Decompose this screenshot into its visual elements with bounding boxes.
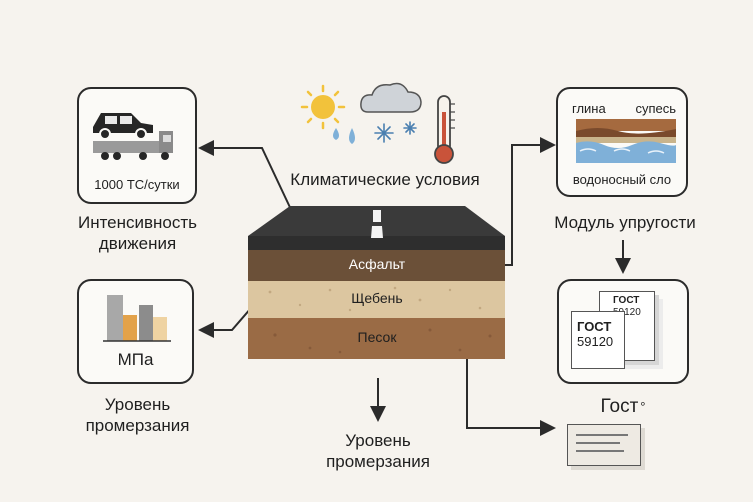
sun-icon: [300, 84, 346, 130]
gost-title: Гост°: [600, 396, 646, 417]
gost-card: ГОСТ 59120 ГОСТ 59120: [557, 279, 689, 384]
gost-doc-back-text: ГОСТ 59120: [613, 295, 641, 318]
road-marking: [373, 210, 381, 222]
soil-card: глина супесь водоносный сло: [556, 87, 688, 197]
drop-icon: [333, 128, 339, 140]
bar-chart-icon: [103, 295, 171, 342]
traffic-count: 1000 ТС/сутки: [94, 177, 180, 192]
soil-label-aquifer: водоносный сло: [572, 172, 672, 187]
traffic-card: 1000 ТС/сутки: [77, 87, 197, 204]
layer-gravel: [248, 281, 505, 318]
chart-title: Уровень промерзания: [85, 395, 190, 435]
gost-doc-front-text: ГОСТ 59120: [577, 319, 614, 349]
arrow-to-traffic: [198, 140, 296, 219]
layer-sand: [248, 318, 505, 359]
layer-label-sand: Песок: [357, 329, 397, 345]
soil-label-sandy-loam: супесь: [635, 101, 676, 116]
snowflake-icon: [374, 123, 394, 143]
arrow-to-sheet: [466, 348, 556, 436]
cloud-icon: [360, 82, 422, 113]
chart-card: МПа: [77, 279, 194, 384]
gost-doc-front: [571, 311, 625, 369]
layer-label-gravel: Щебень: [351, 290, 403, 306]
document-sheet-icon: [567, 424, 641, 466]
traffic-title: Интенсивность движения: [77, 213, 198, 253]
modulus-title: Модуль упругости: [554, 213, 696, 232]
chart-unit: МПа: [117, 350, 154, 369]
truck-car-icon: [93, 113, 173, 160]
thermometer-icon: [434, 95, 455, 164]
climate-title: Климатические условия: [290, 170, 480, 189]
soil-layers-icon: [576, 119, 676, 163]
soil-label-clay: глина: [572, 101, 606, 116]
bottom-title: Уровень промерзания: [326, 431, 430, 471]
layer-asphalt: [248, 250, 505, 281]
layer-label-asphalt: Асфальт: [348, 256, 406, 272]
